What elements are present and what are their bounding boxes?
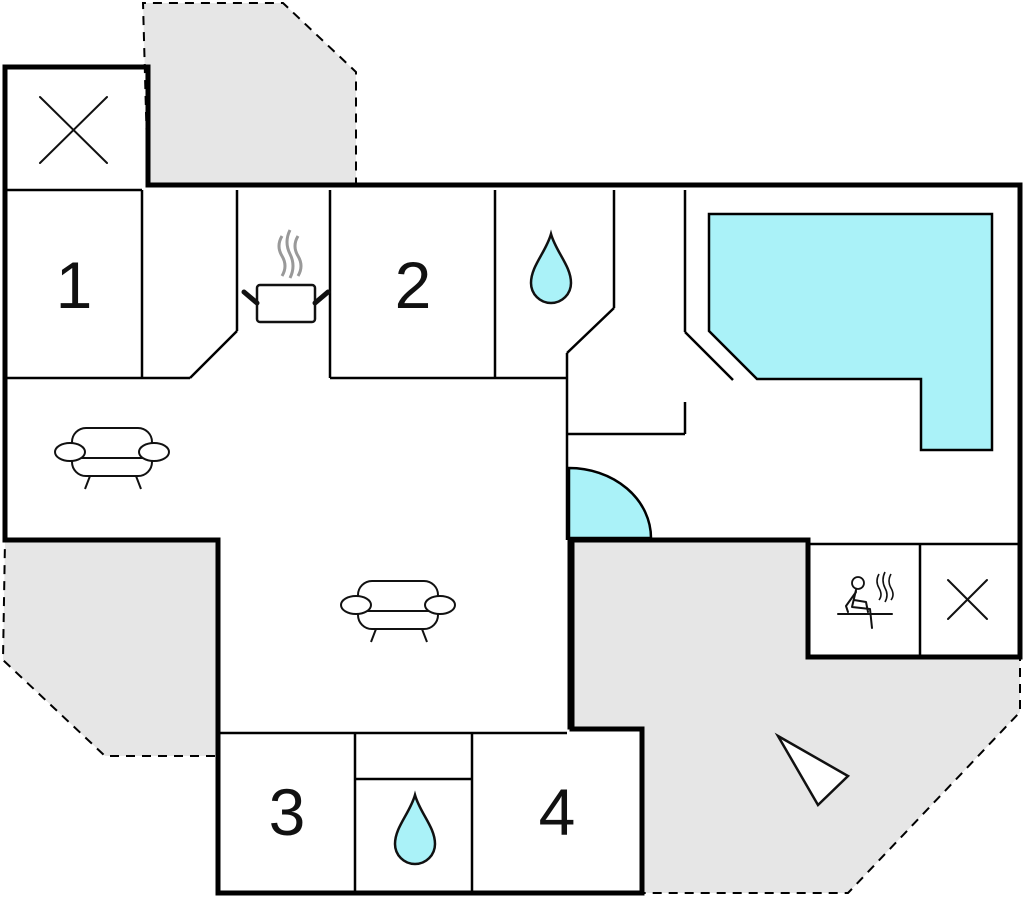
hot-tub (567, 466, 653, 540)
terrace-right (571, 539, 1021, 894)
room-2-label: 2 (395, 248, 432, 322)
terrace-top (141, 2, 357, 186)
inner-walls (5, 188, 1020, 893)
water-drop-icon (529, 229, 573, 305)
room-4-label: 4 (539, 775, 576, 849)
kitchen-pot-icon (241, 229, 331, 324)
sofa-icon (54, 427, 170, 490)
sauna-icon (837, 571, 894, 629)
cross-icon (947, 579, 988, 620)
pool-area (567, 212, 994, 540)
room-3-label: 3 (269, 775, 306, 849)
swimming-pool (707, 212, 994, 452)
triangle-marker-icon (774, 732, 851, 808)
sofa-icon (340, 580, 456, 643)
cross-icon (39, 96, 108, 164)
terrace-left (1, 539, 219, 757)
outer-walls (2, 64, 1023, 896)
room-1-label: 1 (56, 248, 93, 322)
water-drop-icon (393, 790, 437, 866)
room-labels: 1 2 3 4 (56, 248, 576, 849)
